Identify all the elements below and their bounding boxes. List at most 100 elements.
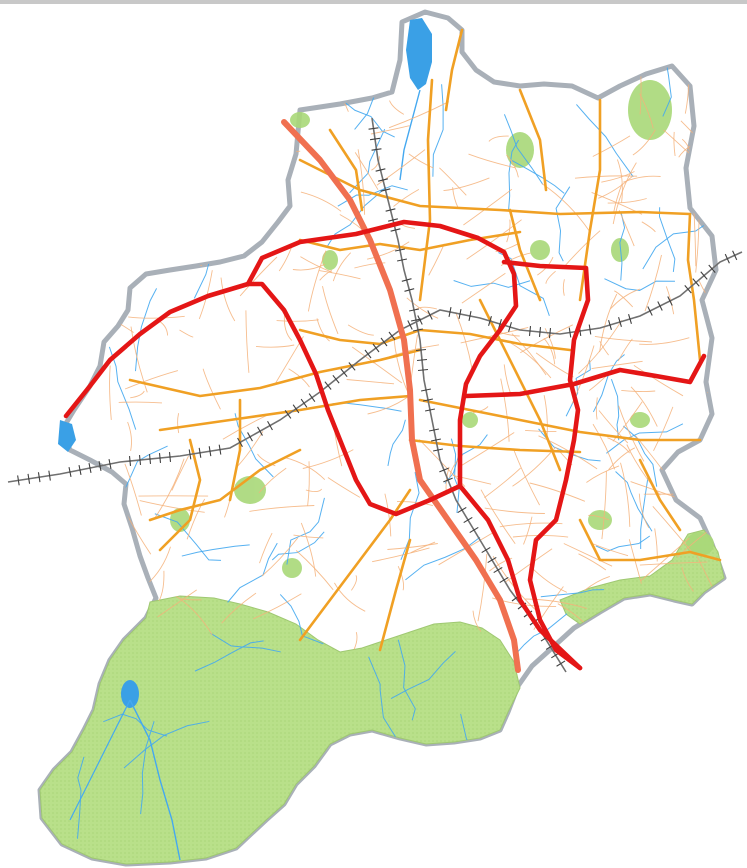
railway-tick <box>371 148 382 151</box>
river <box>610 379 620 441</box>
local-road <box>300 522 317 577</box>
railway-tick <box>257 426 263 436</box>
railway-tick <box>158 452 162 464</box>
local-road <box>480 489 516 544</box>
local-road <box>103 597 111 624</box>
local-road <box>640 537 690 582</box>
local-road <box>452 474 492 485</box>
expressway <box>501 259 591 671</box>
local-road <box>505 548 553 583</box>
local-road <box>167 128 203 135</box>
river <box>154 158 178 225</box>
local-road <box>332 252 352 282</box>
river <box>77 756 85 839</box>
main-road <box>298 488 412 642</box>
railway-tick <box>300 398 308 408</box>
local-road <box>495 243 519 253</box>
local-road <box>77 182 115 220</box>
local-road <box>594 335 653 343</box>
railway-tick <box>372 343 380 353</box>
river <box>210 632 281 653</box>
expressway <box>245 219 519 517</box>
local-road <box>500 378 510 442</box>
railway-tick <box>401 278 412 282</box>
local-road <box>204 142 213 193</box>
local-road <box>130 390 145 399</box>
local-road <box>681 567 694 592</box>
local-road <box>538 435 598 470</box>
railway-tick <box>417 315 423 325</box>
railway-tick <box>332 374 340 384</box>
local-road <box>357 149 366 215</box>
local-road <box>224 186 261 221</box>
local-road <box>118 401 163 404</box>
local-road <box>141 254 203 266</box>
local-road <box>127 421 132 451</box>
river <box>254 87 275 135</box>
railway-tick <box>98 460 102 472</box>
railway-line <box>371 117 567 673</box>
river <box>234 413 274 478</box>
local-road <box>157 589 197 618</box>
lake-west <box>58 420 76 452</box>
railway-tick <box>499 576 509 584</box>
local-road <box>186 498 206 540</box>
local-road <box>371 156 380 171</box>
expressway <box>457 483 583 671</box>
railway-tick <box>618 317 622 327</box>
river <box>405 536 481 581</box>
river <box>508 792 559 849</box>
railway-tick <box>568 327 572 338</box>
local-road <box>116 233 131 242</box>
railway-tick <box>724 253 730 264</box>
local-road <box>466 219 522 260</box>
river <box>508 139 520 210</box>
railway-tick <box>375 168 386 172</box>
local-road <box>598 410 629 444</box>
river <box>69 699 131 821</box>
local-road <box>397 566 405 591</box>
local-road <box>654 528 658 562</box>
local-road <box>396 501 434 507</box>
railway-tick <box>657 301 663 311</box>
local-road <box>384 493 392 537</box>
local-road <box>354 262 386 269</box>
main-road <box>578 518 722 562</box>
railway-tick <box>380 188 391 192</box>
railway-tick <box>410 318 422 322</box>
railway-tick <box>267 420 273 431</box>
local-road <box>322 286 339 335</box>
local-road <box>665 286 675 315</box>
main-road <box>638 458 682 532</box>
local-road <box>477 553 488 622</box>
local-road <box>439 167 467 196</box>
local-road <box>393 336 409 394</box>
railway-tick <box>218 444 222 455</box>
local-road <box>354 152 379 190</box>
main-road <box>158 438 202 552</box>
main-road <box>508 208 542 302</box>
local-road <box>124 463 142 516</box>
railway-tick <box>408 308 420 312</box>
local-road <box>171 455 189 491</box>
local-road <box>562 279 565 296</box>
local-road <box>128 315 185 319</box>
railway-tick <box>247 432 253 442</box>
railway-tick <box>628 314 632 324</box>
lake-south <box>121 680 139 708</box>
local-road <box>300 191 342 212</box>
river <box>116 175 210 198</box>
local-road <box>319 269 332 281</box>
river <box>606 423 684 454</box>
local-road <box>641 221 656 233</box>
railway-tick <box>369 137 381 141</box>
railway-tick <box>407 320 413 330</box>
local-road <box>316 318 330 342</box>
railway-tick <box>427 310 433 320</box>
main-road <box>518 88 548 192</box>
railway-tick <box>324 381 332 390</box>
railway-tick <box>128 455 132 467</box>
local-road <box>221 592 257 624</box>
main-road <box>148 448 302 522</box>
